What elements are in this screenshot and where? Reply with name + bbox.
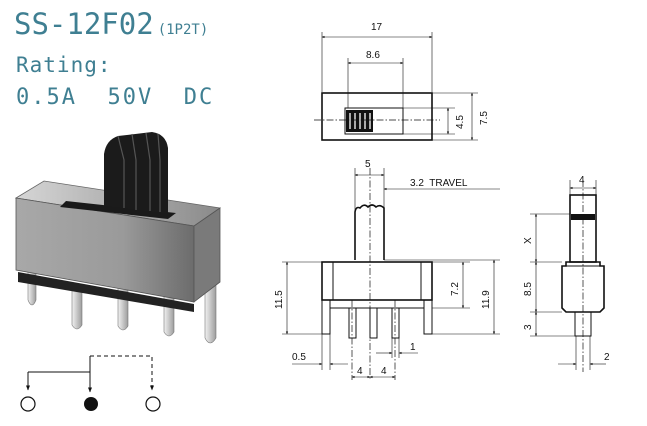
schematic-symbol (20, 355, 161, 412)
dim-travel: 3.2 TRAVEL (410, 178, 468, 189)
switch-photo (14, 132, 222, 344)
front-view: 5 3.2 TRAVEL 11.5 7.2 11.9 0.5 4 4 (274, 159, 500, 380)
side-view: 4 X 8.5 3 2 (523, 175, 610, 372)
dim-height-to-knob: 11.9 (481, 290, 492, 309)
dim-pin-offset: 0.5 (292, 352, 306, 363)
dim-pitch-left: 4 (357, 366, 363, 377)
dim-overall-width: 17 (371, 22, 383, 33)
rating-value: 0.5A 50V DC (16, 85, 214, 110)
photo-pin (71, 284, 83, 330)
terminal-right (145, 396, 161, 412)
dim-knob-width: 5 (365, 159, 371, 170)
dim-body-height: 7.2 (450, 282, 461, 296)
dim-body-depth: 7.5 (479, 111, 490, 125)
top-view: 17 8.6 4.5 7.5 (314, 22, 490, 141)
dim-knob-depth: 4 (579, 175, 585, 186)
model-title: SS-12F02(1P2T) (14, 7, 208, 41)
dim-pin-thickness: 2 (604, 352, 610, 363)
dim-body-to-knob: 8.5 (523, 282, 534, 296)
dim-pitch-right: 4 (381, 366, 387, 377)
dim-knob-height: X (523, 237, 534, 244)
rating-label: Rating: (16, 53, 112, 77)
terminal-left (20, 396, 36, 412)
terminal-common (84, 397, 98, 411)
dim-slot-width: 8.6 (366, 50, 380, 61)
dim-overall-height: 11.5 (274, 290, 285, 309)
dim-slot-depth: 4.5 (455, 115, 466, 129)
dim-pin-length: 3 (523, 324, 534, 330)
dim-pin-width: 1 (410, 342, 416, 353)
